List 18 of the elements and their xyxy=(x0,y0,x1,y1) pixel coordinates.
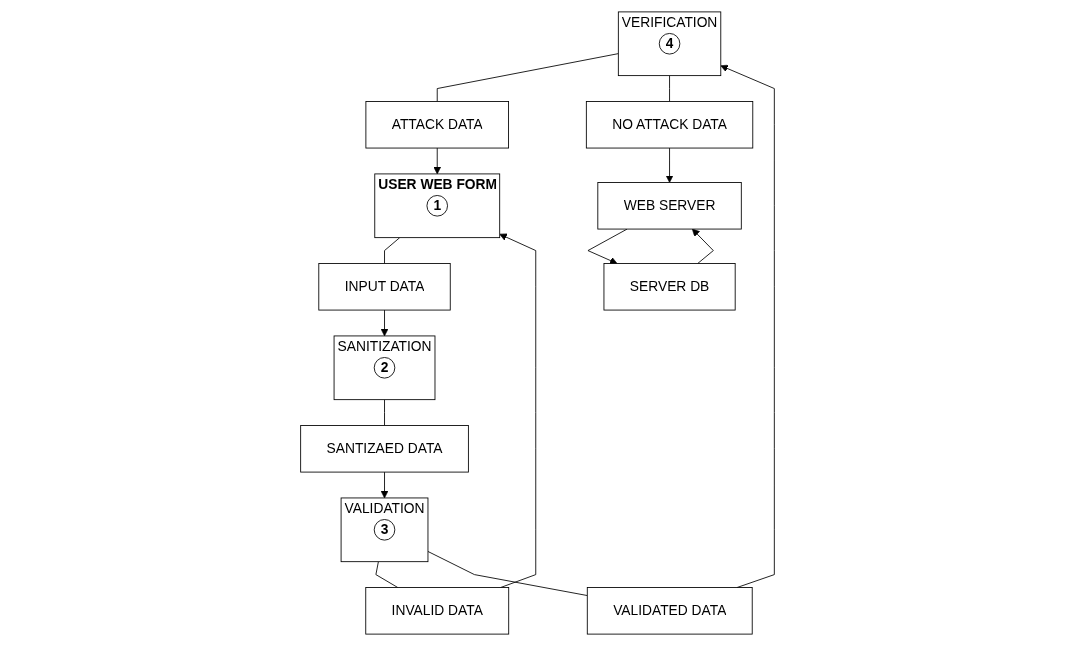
node-box: INVALID DATA xyxy=(365,587,510,635)
connector xyxy=(669,75,670,102)
node-circle: 4 xyxy=(658,33,681,55)
connector xyxy=(375,561,399,588)
node-box: NO ATTACK DATA xyxy=(585,101,754,149)
node-circle: 2 xyxy=(373,357,396,379)
node-circle: 3 xyxy=(373,519,396,541)
node-box: VALIDATED DATA xyxy=(586,587,753,635)
node-box: WEB SERVER xyxy=(597,182,742,230)
node-box: ATTACK DATA xyxy=(365,101,509,149)
connector xyxy=(384,399,385,426)
connector xyxy=(384,237,401,264)
connector xyxy=(427,551,588,596)
node-circle: 1 xyxy=(426,195,448,217)
node-box: INPUT DATA xyxy=(318,263,451,311)
node-box: SERVER DB xyxy=(603,263,736,311)
node-box: SANTIZAED DATA xyxy=(300,425,469,473)
connector xyxy=(436,53,619,102)
